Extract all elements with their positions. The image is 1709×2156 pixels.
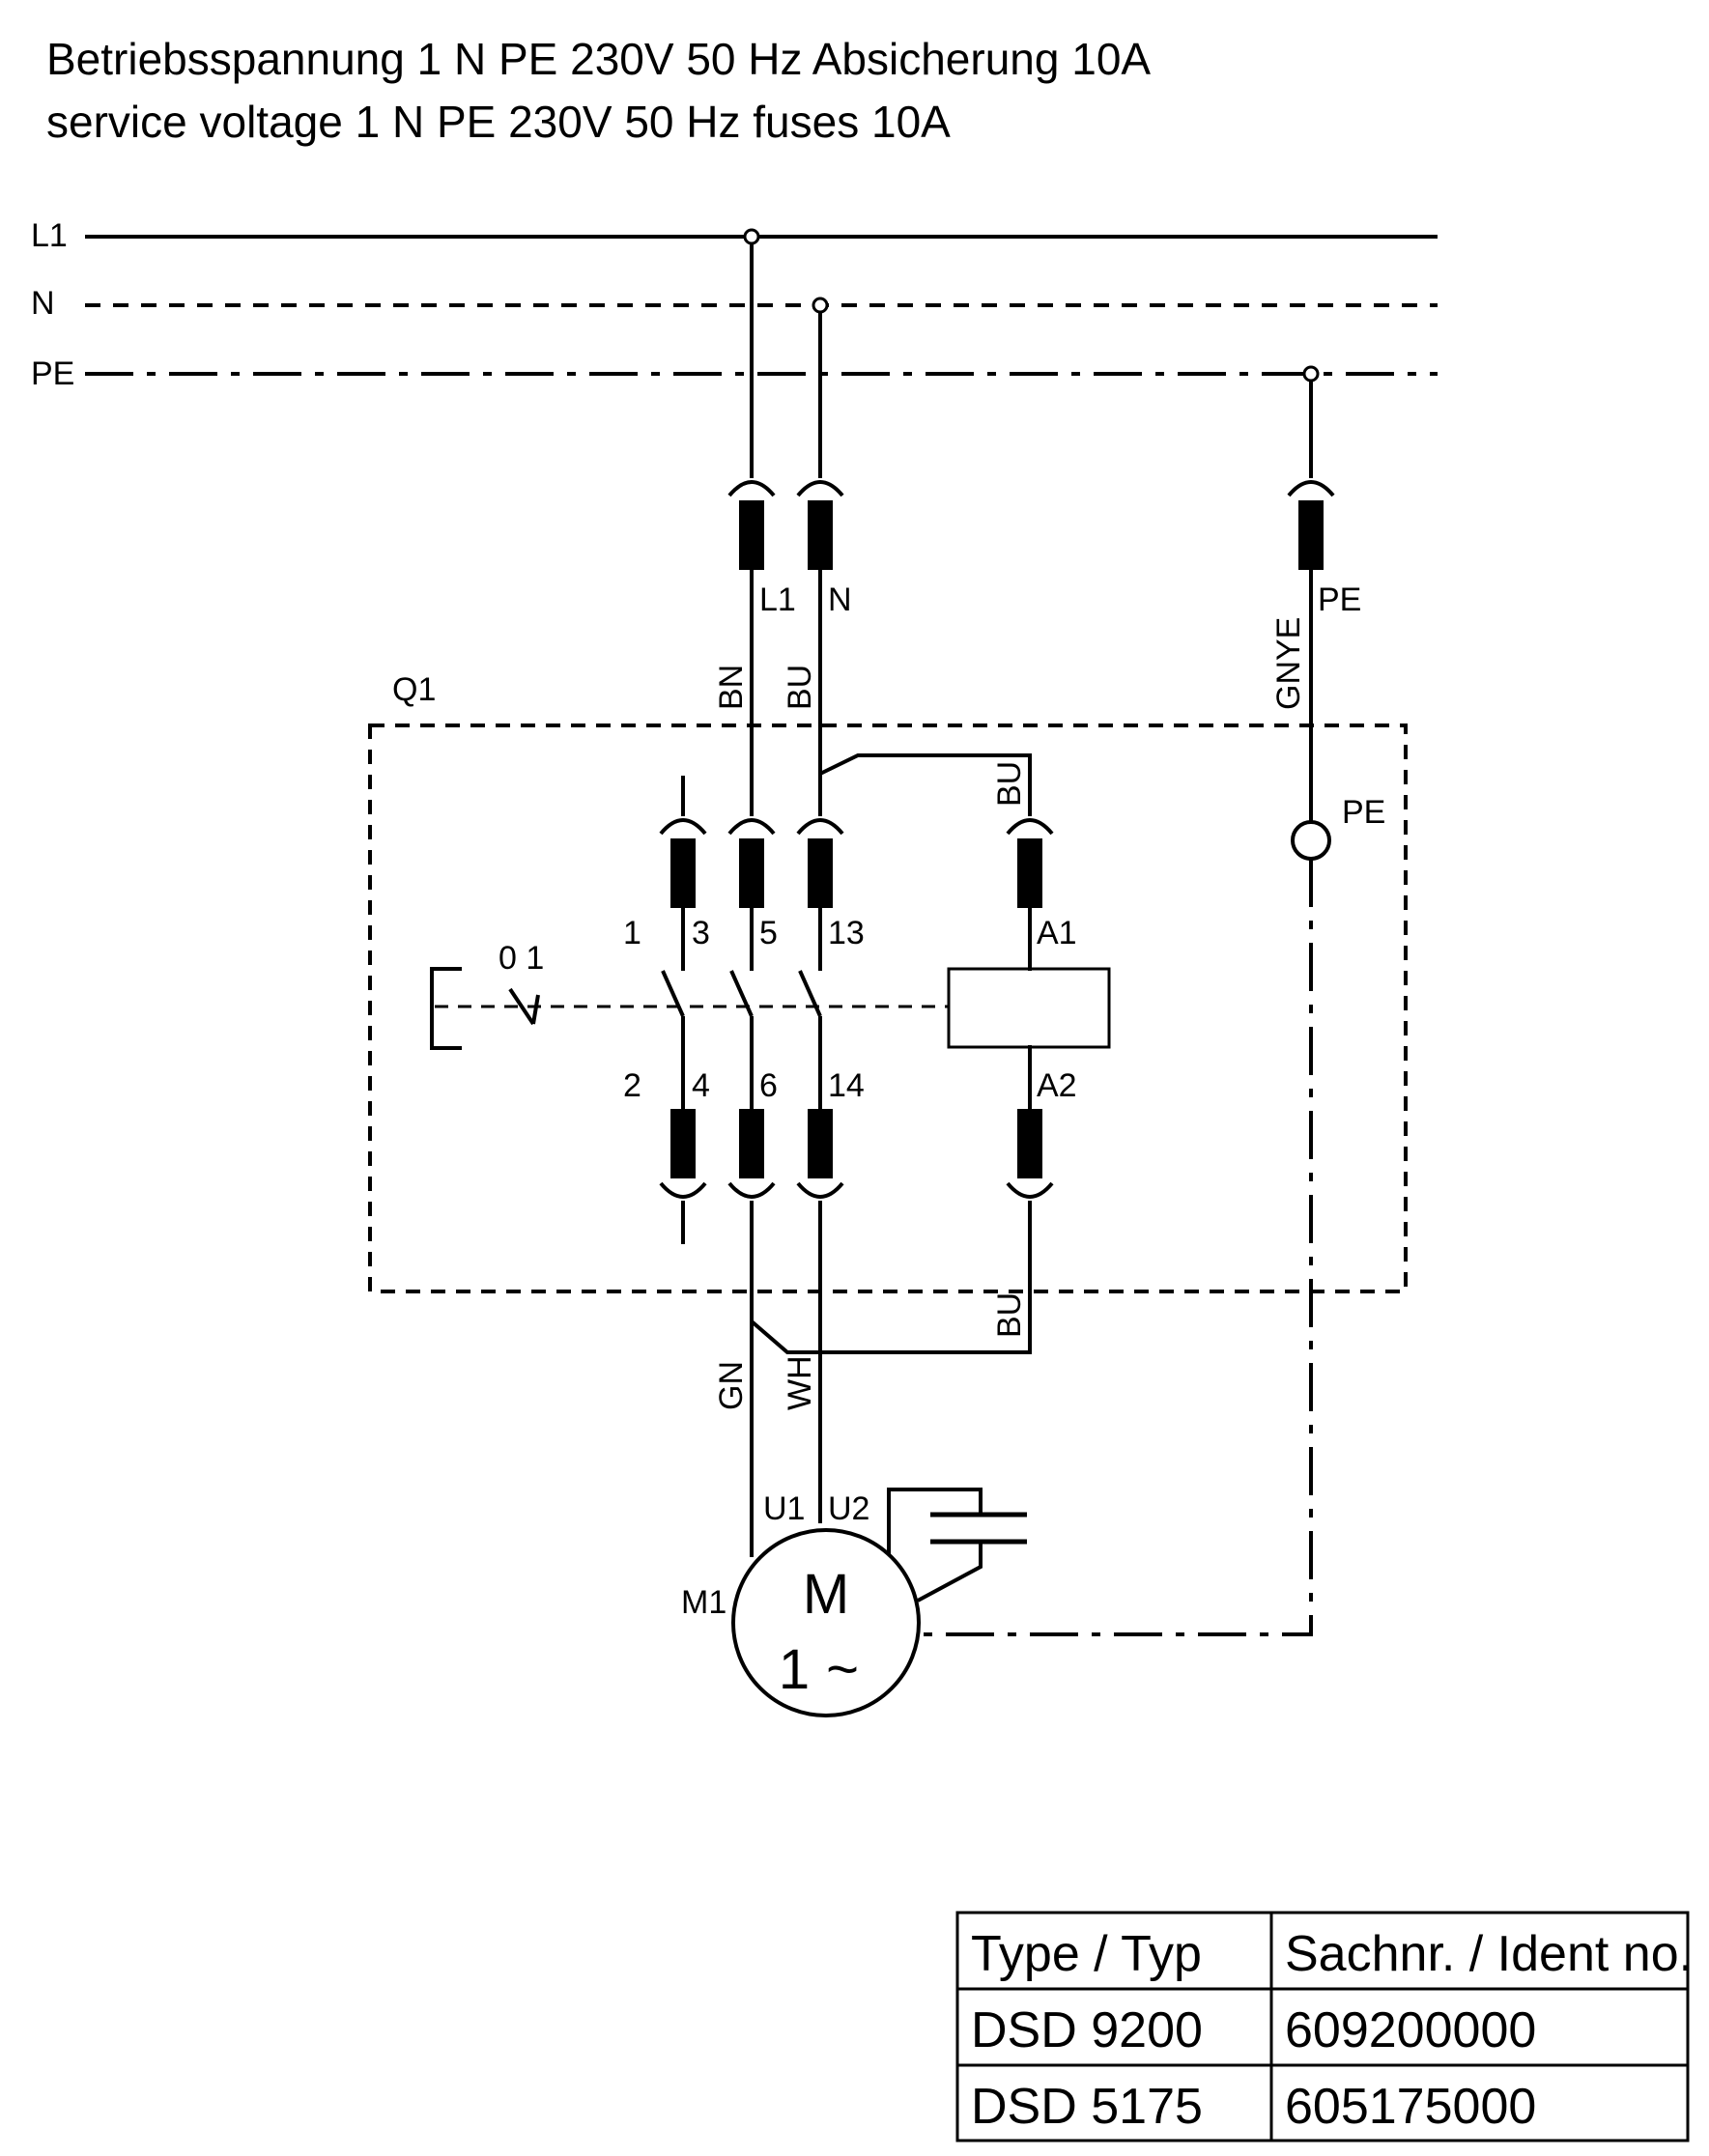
terminal-bottom-4 (670, 1109, 696, 1178)
switch-top-terminals: 1 3 5 13 A1 (623, 776, 1077, 951)
switch-terminal-label-5: 5 (759, 915, 778, 951)
switch-actuator (430, 967, 462, 1050)
wire-cross-to-a2 (750, 1201, 1032, 1354)
type-table: Type / Typ Sachnr. / Ident no. DSD 9200 … (955, 1911, 1693, 2142)
wire-color-u2: WH (782, 1355, 818, 1410)
cap-top-1 (659, 818, 707, 836)
switch-latch-right (531, 994, 540, 1025)
supply-terminal-label-n: N (828, 582, 852, 618)
switch-enclosure (368, 723, 1408, 1293)
table-cell-ident-1: 609200000 (1285, 2002, 1536, 2058)
motor-name: M1 (681, 1584, 726, 1621)
terminal-cap-l1 (727, 480, 776, 497)
wire-color-l1-in: BN (713, 665, 750, 710)
contact-1-blade (661, 970, 685, 1017)
terminal-top-5 (739, 838, 764, 908)
cap-top-a1 (1006, 818, 1054, 836)
motor-circle (731, 1528, 921, 1717)
contact-2-blade (729, 970, 754, 1017)
motor-terminal-u2: U2 (828, 1490, 869, 1527)
wire-n-to-coil (819, 753, 1032, 816)
tap-l1 (743, 228, 760, 245)
bus-label-n: N (31, 285, 55, 322)
pe-terminal-circle (1291, 820, 1331, 861)
switch-contacts (661, 908, 1032, 1109)
bus-label-pe: PE (31, 355, 74, 392)
table-header-type: Type / Typ (971, 1926, 1202, 1982)
tap-n (812, 297, 829, 314)
wire-color-u1: GN (713, 1361, 750, 1410)
switch-terminal-label-2: 2 (623, 1067, 641, 1104)
wire-color-coil-a2: BU (991, 1292, 1028, 1338)
switch-terminal-label-3: 3 (692, 915, 710, 951)
wire-color-pe-in: GNYE (1270, 617, 1307, 710)
terminal-cap-pe (1287, 480, 1335, 497)
switch-name: Q1 (392, 671, 436, 708)
coil-label-a2: A2 (1037, 1067, 1077, 1104)
motor-wiring: BU GN WH U1 U2 (713, 1201, 1032, 1557)
terminal-top-a1 (1017, 838, 1042, 908)
terminal-cap-n (796, 480, 844, 497)
switch-latch-left (508, 987, 535, 1026)
terminal-top-13 (808, 838, 833, 908)
motor-terminal-u1: U1 (763, 1490, 805, 1527)
supply-bus: L1 N PE (31, 217, 1438, 392)
supply-terminals: L1 N PE (727, 480, 1361, 618)
motor-symbol: M (803, 1563, 849, 1626)
terminal-bottom-a2 (1017, 1109, 1042, 1178)
switch-terminal-label-13: 13 (828, 915, 865, 951)
coil-label-a1: A1 (1037, 915, 1077, 951)
pe-terminal-label: PE (1342, 794, 1385, 831)
table-cell-type-1: DSD 9200 (971, 2002, 1203, 2058)
switch-positions-label: 0 1 (498, 940, 544, 977)
bus-label-l1: L1 (31, 217, 68, 254)
terminal-top-3 (670, 838, 696, 908)
contact-3-blade (798, 970, 822, 1017)
cap-bottom-14 (796, 1181, 844, 1199)
cap-top-13 (796, 818, 844, 836)
coil-box (947, 967, 1111, 1049)
terminal-bottom-14 (808, 1109, 833, 1178)
switch-terminal-label-6: 6 (759, 1067, 778, 1104)
table-header-ident: Sachnr. / Ident no. (1285, 1926, 1693, 1982)
switch-terminal-label-4: 4 (692, 1067, 710, 1104)
motor: M1 M 1 ~ (681, 1528, 921, 1717)
operating-mechanism: 0 1 (430, 940, 1111, 1050)
cap-top-5 (727, 818, 776, 836)
cap-bottom-a2 (1006, 1181, 1054, 1199)
cap-bottom-4 (659, 1181, 707, 1199)
switch-terminal-label-1: 1 (623, 915, 641, 951)
table-cell-ident-2: 605175000 (1285, 2079, 1536, 2135)
wire-color-coil-a1: BU (991, 761, 1028, 807)
motor-wave: ~ (826, 1638, 859, 1701)
table-frame (955, 1911, 1690, 2142)
tap-pe (1302, 365, 1320, 383)
motor-phase: 1 (779, 1638, 810, 1701)
pe-wire-to-motor (920, 859, 1313, 1636)
wire-color-n-in: BU (782, 665, 818, 710)
terminal-l1 (739, 500, 764, 570)
terminal-pe (1298, 500, 1324, 570)
table-cell-type-2: DSD 5175 (971, 2079, 1203, 2135)
supply-terminal-label-l1: L1 (759, 582, 796, 618)
cap-bottom-6 (727, 1181, 776, 1199)
switch-bottom-terminals: 2 4 6 14 A2 (623, 1067, 1077, 1244)
terminal-bottom-6 (739, 1109, 764, 1178)
switch-terminal-label-14: 14 (828, 1067, 865, 1104)
capacitor-lead-b (917, 1542, 983, 1603)
header-line-de: Betriebsspannung 1 N PE 230V 50 Hz Absic… (46, 34, 1151, 84)
supply-terminal-label-pe: PE (1318, 582, 1361, 618)
terminal-n (808, 500, 833, 570)
header-line-en: service voltage 1 N PE 230V 50 Hz fuses … (46, 97, 951, 147)
